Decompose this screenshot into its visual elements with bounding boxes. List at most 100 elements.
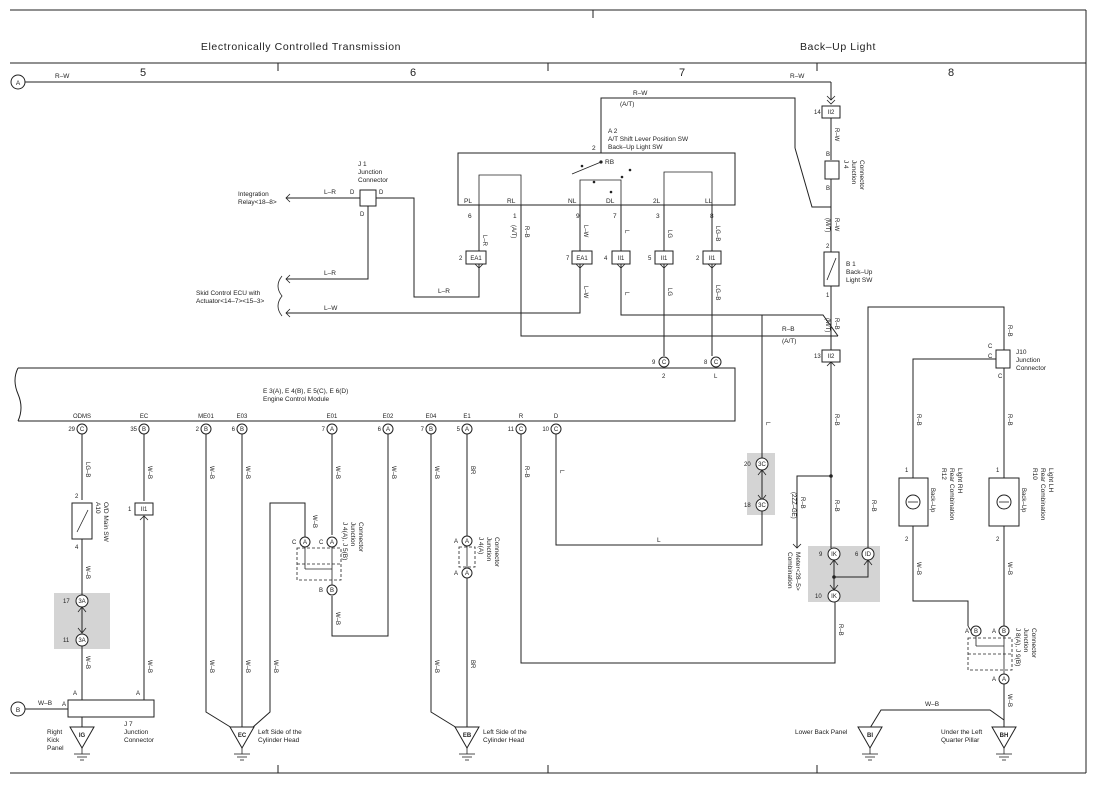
ecm-pin-letter: A xyxy=(330,427,334,433)
wire-color-label: R–B xyxy=(837,624,843,636)
connector-id: II1 xyxy=(618,256,625,262)
wire-color-label: L–R xyxy=(438,288,450,295)
wire-color-label: L xyxy=(558,470,564,474)
ground-location: Quarter Pillar xyxy=(941,737,980,744)
pin-number: 2 xyxy=(459,256,463,262)
component-name: O/D Main SW xyxy=(102,502,109,543)
wire-color-label: L–W xyxy=(582,225,588,238)
ground-ig: IG Right Kick Panel xyxy=(47,726,95,761)
pin-letter: C xyxy=(998,374,1003,380)
connector-id: ID xyxy=(865,552,872,558)
connector-letter: C xyxy=(662,360,667,366)
ecm-pin-number: 6 xyxy=(378,427,382,433)
component-name: Rear Combination xyxy=(1039,468,1046,521)
ecm-pin-name: E1 xyxy=(463,414,471,420)
component-name: Connector xyxy=(358,177,389,184)
wire-color-label: W–B xyxy=(38,700,52,707)
pin-number: 4 xyxy=(75,545,79,551)
component-id: J 1 xyxy=(358,161,367,168)
wire-color-label: L–R xyxy=(324,189,336,196)
ecm-pin-letter: C xyxy=(519,427,524,433)
skid-control-label: Skid Control ECU with xyxy=(196,290,261,297)
wire-color-label: W–B xyxy=(334,466,340,479)
variant-label: (A/T) xyxy=(510,225,516,238)
variant-label: (A/T) xyxy=(782,338,796,345)
integration-relay-label: Integration xyxy=(238,191,269,198)
wire-color-label: W–B xyxy=(84,656,90,669)
wire-color-label: R–B xyxy=(915,414,921,426)
pin-letter: A xyxy=(62,702,66,708)
component-name: Junction xyxy=(358,169,383,176)
connector-id: II1 xyxy=(141,507,148,513)
switch-pin-label: NL xyxy=(568,198,577,205)
wire-color-label: R–B xyxy=(1006,414,1012,426)
component-name: Engine Control Module xyxy=(263,396,330,403)
component-name: Meter<28–5> xyxy=(794,552,801,591)
connector-row-ea1-ii1: EA1 2 EA1 7 II1 4 II1 5 II1 2 xyxy=(459,250,722,269)
wire-color-label: LG–B xyxy=(84,462,90,477)
wire-color-label: L xyxy=(623,230,629,234)
connector-id: II1 xyxy=(709,256,716,262)
odms-circuit: LG–B 2 4 A10 O/D Main SW W–B 3A 17 3A 11… xyxy=(63,434,109,700)
j1-junction-connector: J 1 Junction Connector D D D L–R Integra… xyxy=(196,161,389,318)
component-name: Connector xyxy=(1030,628,1037,659)
wire-color-label: L xyxy=(764,422,770,426)
component-name: Back–Up xyxy=(846,269,873,276)
j4-junction-connector-box xyxy=(824,160,840,180)
wire-color-label: W–B xyxy=(311,515,317,528)
ecm-pin-row: ODMSC29ECB35ME01B2E03B6E01A7E02A6E04B7E1… xyxy=(68,414,562,435)
component-id: J 4(A), J 5(B) xyxy=(341,522,348,560)
j8-j9-junction-connector: B A B A A A J 8(A), J 9(B) Junction Conn… xyxy=(869,625,1037,729)
ecm-pin-letter: B xyxy=(240,427,244,433)
wire-color-label: W–B xyxy=(244,466,250,479)
ecm-pin-name: ODMS xyxy=(73,414,91,420)
component-id: R10 xyxy=(1031,468,1038,480)
wire-color-label: W–B xyxy=(925,701,939,708)
column-number: 7 xyxy=(679,67,685,79)
connector-id: IK xyxy=(831,594,837,600)
pin-letter: A xyxy=(136,691,140,697)
ground-location: Left Side of the xyxy=(483,729,527,736)
component-name: Junction xyxy=(1022,628,1029,653)
connector-id: II1 xyxy=(661,256,668,262)
wire-color-label: R–B xyxy=(833,500,839,512)
ecm-pin-name: E01 xyxy=(327,414,338,420)
component-id: E 3(A), E 4(B), E 5(C), E 6(D) xyxy=(263,388,348,395)
header-band: Electronically Controlled Transmission B… xyxy=(10,9,1087,774)
pin-number: 6 xyxy=(855,552,859,558)
wire-color-label: W–B xyxy=(433,660,439,673)
pin-number: 2 xyxy=(905,537,909,543)
wire-color-label: L–R xyxy=(324,270,336,277)
pin-number: 1 xyxy=(905,468,909,474)
r10-rear-combination-light-lh: 1 Back–Up 2 R10 Rear Combination Light L… xyxy=(988,468,1054,626)
component-name: Light SW xyxy=(846,277,873,284)
variant-label: (2ZZ–GE) xyxy=(790,492,796,519)
pin-number: 18 xyxy=(744,503,751,509)
ecm-pin-letter: B xyxy=(429,427,433,433)
wire-color-label: L–W xyxy=(324,305,338,312)
pin-letter: B xyxy=(319,588,323,594)
component-name: Back–Up Light SW xyxy=(608,144,663,151)
switch-pin-label: 2L xyxy=(653,198,661,205)
ecm-pin-number: 10 xyxy=(542,427,549,433)
connector-id: II2 xyxy=(828,110,835,116)
wire-color-label: W–B xyxy=(84,566,90,579)
ground-location: Kick xyxy=(47,737,60,744)
ecm-pin-name: R xyxy=(519,414,524,420)
ground-location: Panel xyxy=(47,745,64,752)
wire-color-label: W–B xyxy=(334,612,340,625)
component-name: Junction xyxy=(124,729,149,736)
section-title-transmission: Electronically Controlled Transmission xyxy=(201,41,401,53)
pin-number: 7 xyxy=(566,256,570,262)
j4-j5-junction-connector: A C A C B B J 4(A), J 5(B) Junction Conn… xyxy=(292,522,364,596)
wire-color-label: W–B xyxy=(244,660,250,673)
pin-letter: B xyxy=(826,186,830,192)
skid-control-label: Actuator<14–7><15–3> xyxy=(196,298,265,305)
component-name: Junction xyxy=(850,160,857,185)
ground-id: BH xyxy=(1000,733,1009,739)
pin-letter: C xyxy=(292,540,297,546)
wire-color-label: W–B xyxy=(272,660,278,673)
pin-number: 5 xyxy=(648,256,652,262)
component-name: Junction xyxy=(1016,357,1041,364)
